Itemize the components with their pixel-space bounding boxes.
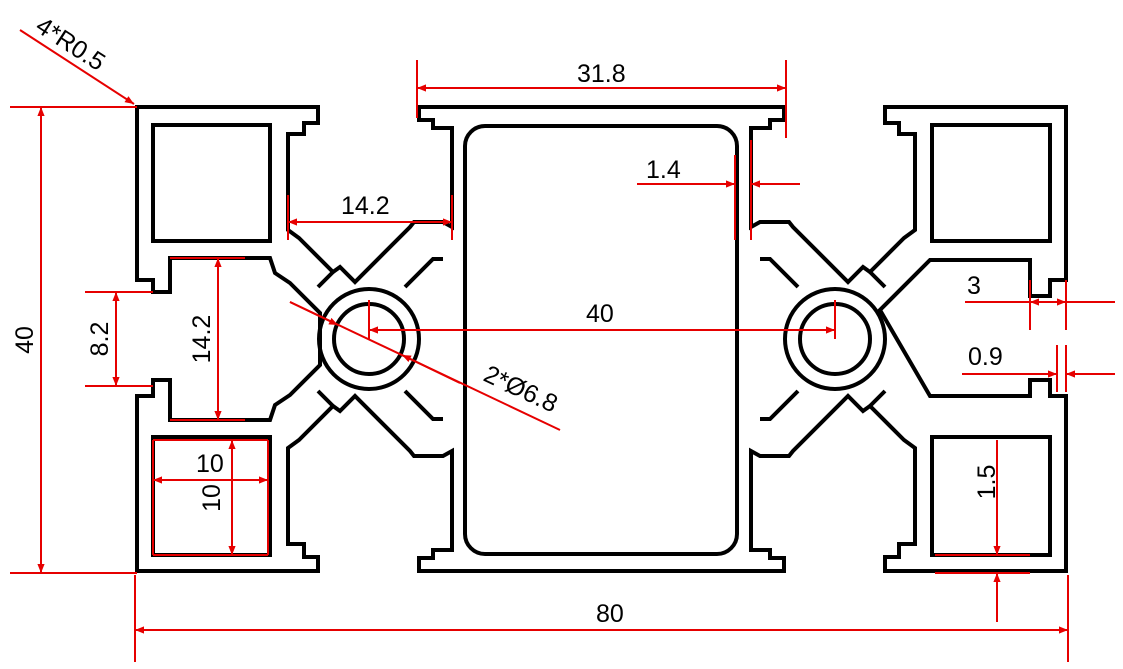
- spokes-right: [760, 257, 887, 421]
- dim-text-bottom-wall: 1.5: [973, 465, 1001, 500]
- cavity-top-right: [930, 123, 1052, 243]
- dim-text-cavity-width: 10: [196, 450, 224, 478]
- bore-leader-arrow: [289, 301, 339, 326]
- dim-text-height: 40: [11, 326, 39, 354]
- dimensions: 4*R0.5 31.8 1.4 14.2 40 2*Ø6.8 14.2: [10, 12, 1115, 662]
- spokes-left: [316, 257, 443, 421]
- cavity-top-left: [151, 123, 272, 243]
- bore-leader-arrow: [401, 354, 461, 384]
- dim-text-cavity-height: 10: [198, 484, 226, 512]
- dim-text-slot-opening: 8.2: [86, 322, 114, 357]
- dim-text-lip-thickness: 0.9: [968, 343, 1003, 371]
- dim-text-side-slot: 14.2: [188, 315, 216, 364]
- cavity-center: [463, 124, 739, 556]
- core-ring-right: [783, 287, 887, 391]
- outer-contour: [135, 105, 1068, 573]
- profile-outline: [135, 105, 1068, 573]
- dim-text-bore: 2*Ø6.8: [479, 360, 561, 418]
- core-ring-left: [317, 287, 421, 391]
- radius-leader: [19, 29, 135, 105]
- dim-text-wall: 1.4: [646, 156, 681, 184]
- dim-text-lip: 3: [967, 272, 981, 300]
- dim-text-center-distance: 40: [586, 300, 614, 328]
- dim-text-top-opening: 31.8: [577, 60, 626, 88]
- dim-text-slot-width: 14.2: [341, 192, 390, 220]
- dim-text-total-width: 80: [596, 600, 624, 628]
